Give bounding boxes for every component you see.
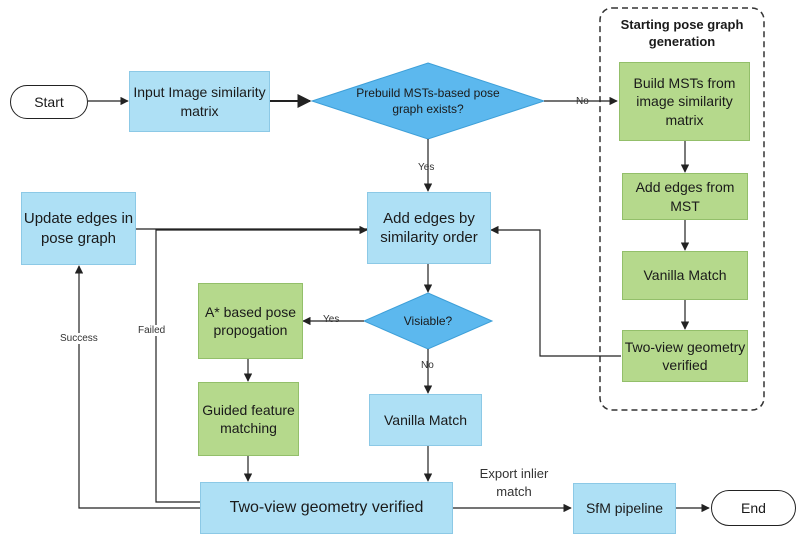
vanilla-side-box: Vanilla Match [622, 251, 748, 300]
decision-visible-label: Visiable? [403, 314, 453, 329]
add-edges-mst-box: Add edges from MST [622, 173, 748, 220]
label-no-top: No [576, 96, 589, 107]
label-no-visible: No [421, 360, 434, 371]
edge-failed [155, 225, 368, 503]
label-yes-visible: Yes [323, 314, 340, 325]
build-msts-box: Build MSTs from image similarity matrix [619, 62, 750, 141]
guided-matching-box: Guided feature matching [198, 382, 299, 456]
two-view-side-box: Two-view geometry verified [622, 330, 748, 382]
vanilla-match-box: Vanilla Match [369, 394, 482, 446]
edge-success [74, 265, 200, 509]
label-yes-top: Yes [418, 162, 435, 173]
edge-side-twoview-add [490, 225, 621, 357]
add-edges-similarity-box: Add edges by similarity order [367, 192, 491, 264]
input-similarity-box: Input Image similarity matrix [129, 71, 270, 132]
end-terminal: End [711, 490, 796, 526]
group-title: Starting pose graph generation [620, 17, 744, 49]
sfm-pipeline-box: SfM pipeline [573, 483, 676, 534]
decision-prebuild-label: Prebuild MSTs-based pose graph exists? [356, 86, 500, 116]
label-failed: Failed [138, 325, 166, 336]
astar-propagation-box: A* based pose propogation [198, 283, 303, 359]
group-frame [599, 7, 765, 411]
label-export: Export inlier match [479, 466, 549, 499]
start-terminal: Start [10, 85, 88, 119]
update-edges-box: Update edges in pose graph [21, 192, 136, 265]
two-view-main-box: Two-view geometry verified [200, 482, 453, 534]
label-success: Success [60, 333, 98, 344]
